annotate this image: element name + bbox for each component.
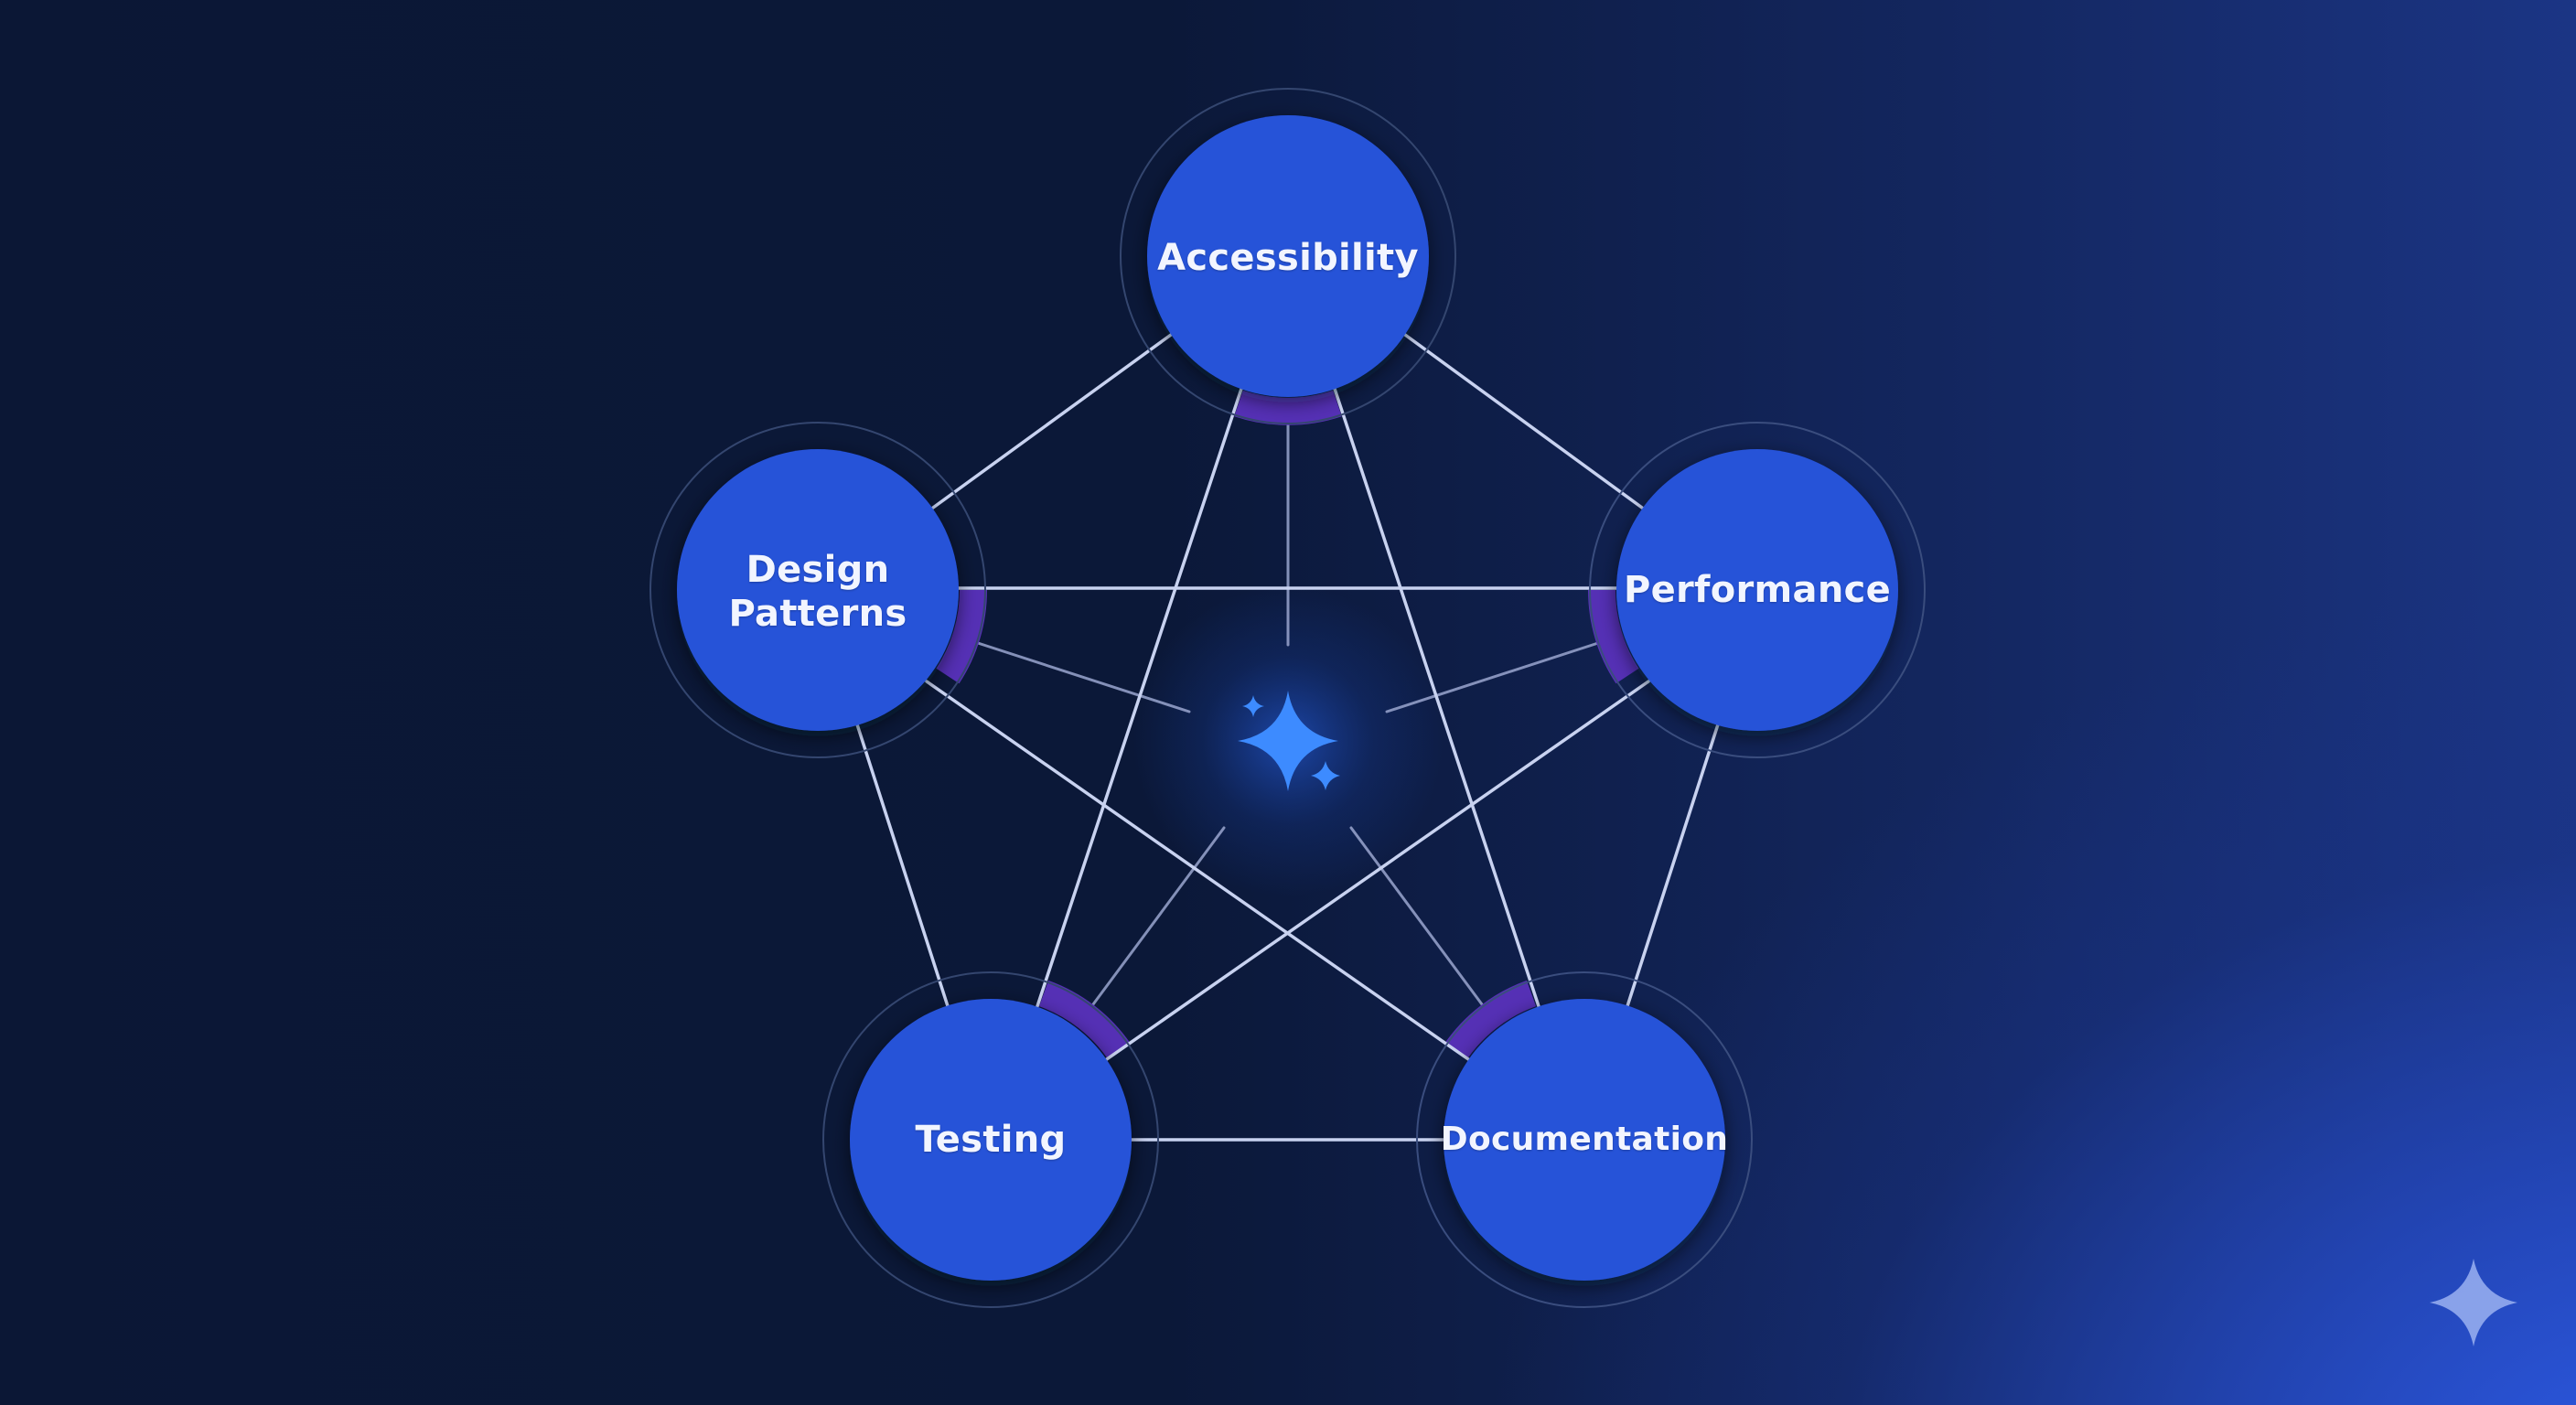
- sparkle-icon: [1238, 691, 1340, 791]
- node-label-design-patterns: Design Patterns: [728, 549, 907, 635]
- node-label-documentation: Documentation: [1440, 1121, 1729, 1158]
- node-ring: [1120, 88, 1456, 424]
- accent-arcs: [936, 390, 1639, 1060]
- node-label-testing: Testing: [915, 1119, 1067, 1161]
- spoke-documentation: [1349, 826, 1484, 1006]
- node-ring: [649, 422, 986, 758]
- spoke-design-patterns: [976, 641, 1191, 713]
- node-documentation[interactable]: [1416, 971, 1753, 1308]
- node-accessibility[interactable]: [1120, 88, 1456, 424]
- node-ring: [1416, 971, 1753, 1308]
- edge-accessibility-design-patterns: [931, 333, 1173, 509]
- edge-performance-testing: [1102, 680, 1650, 1063]
- edge-accessibility-documentation: [1333, 387, 1540, 1008]
- node-label-accessibility: Accessibility: [1157, 237, 1419, 279]
- node-performance[interactable]: [1589, 422, 1926, 758]
- node-design-patterns[interactable]: [649, 422, 986, 758]
- spokes: [976, 424, 1600, 1006]
- node-label-performance: Performance: [1623, 569, 1892, 611]
- spoke-performance: [1385, 641, 1600, 713]
- node-circle: [1444, 999, 1725, 1281]
- node-circle: [1147, 115, 1429, 397]
- node-ring: [1589, 422, 1926, 758]
- node-circle: [1616, 449, 1898, 731]
- edge-performance-documentation: [1626, 723, 1720, 1008]
- edge-accessibility-testing: [1036, 387, 1243, 1008]
- node-ring: [822, 971, 1159, 1308]
- edge-design-patterns-testing: [855, 723, 950, 1008]
- node-testing[interactable]: [822, 971, 1159, 1308]
- corner-sparkle-icon: [2430, 1259, 2517, 1346]
- node-circle: [850, 999, 1132, 1281]
- edges: [855, 333, 1720, 1142]
- node-circle: [677, 449, 959, 731]
- spoke-testing: [1091, 826, 1226, 1006]
- edge-accessibility-performance: [1403, 333, 1644, 509]
- edge-design-patterns-documentation: [925, 680, 1473, 1063]
